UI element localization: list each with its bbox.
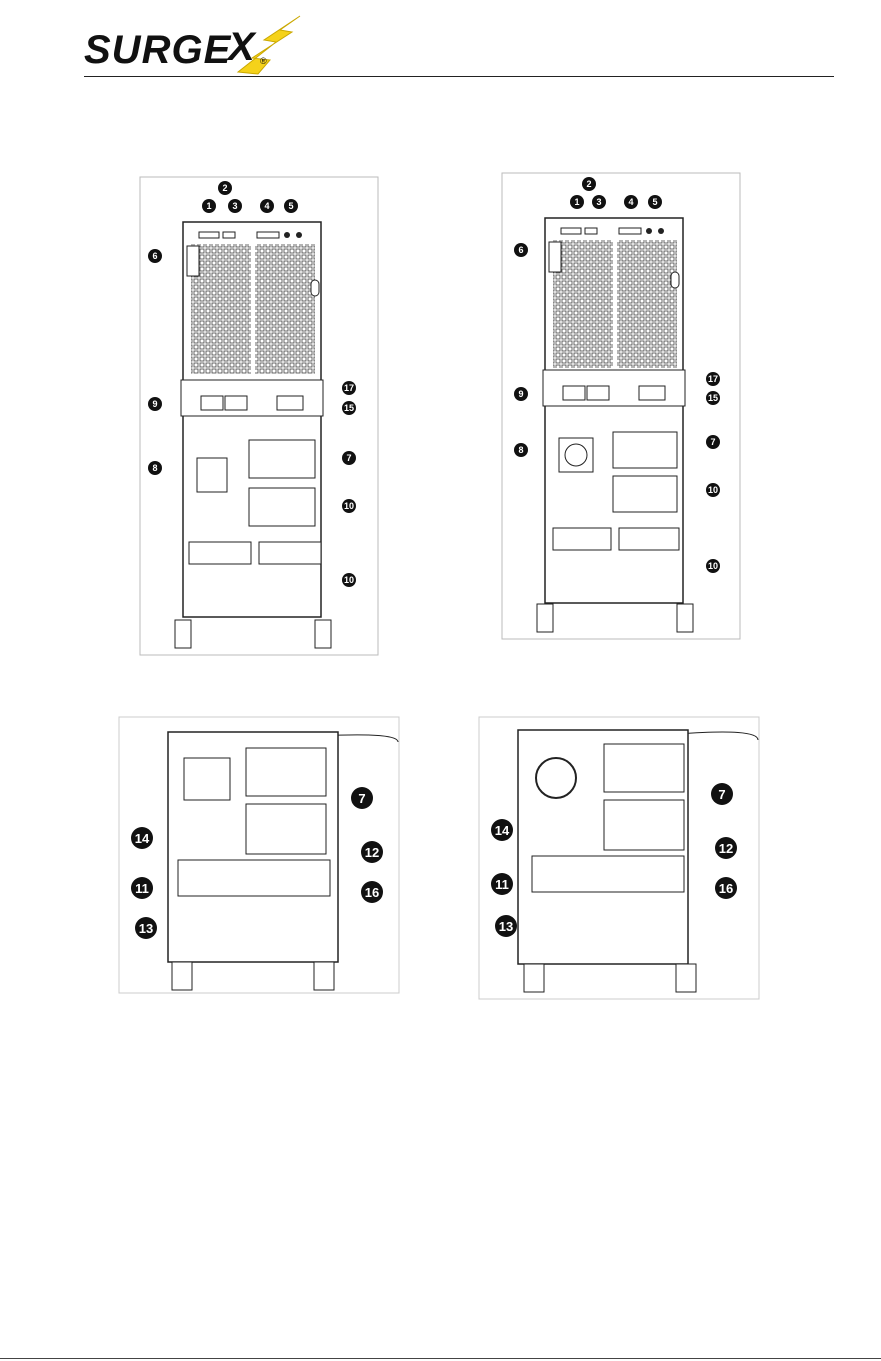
surgex-logo: SURGE X ®: [84, 14, 284, 76]
logo-lightning-x: X: [204, 14, 314, 76]
svg-text:5: 5: [288, 201, 293, 211]
svg-text:17: 17: [708, 374, 718, 384]
svg-text:9: 9: [152, 399, 157, 409]
registered-mark: ®: [260, 56, 267, 66]
svg-text:16: 16: [719, 881, 733, 896]
svg-text:11: 11: [135, 881, 149, 896]
header-rule: [84, 76, 834, 77]
figure-top-right: 1 2 3 4 5 6 17 9 15 8 7 10 10: [501, 172, 741, 640]
figure-bottom-right: 7 14 12 11 16 13: [478, 716, 760, 1000]
svg-text:15: 15: [708, 393, 718, 403]
svg-text:12: 12: [719, 841, 733, 856]
svg-text:3: 3: [596, 197, 601, 207]
ups-rear-panel-diagram-a: 1 2 3 4 5 6 17 9 15 8 7 10 10: [139, 176, 379, 656]
footer-rule: [0, 1358, 881, 1359]
svg-text:10: 10: [708, 485, 718, 495]
svg-text:4: 4: [628, 197, 633, 207]
svg-text:2: 2: [222, 183, 227, 193]
svg-text:10: 10: [708, 561, 718, 571]
ups-rear-panel-diagram-b: 1 2 3 4 5 6 17 9 15 8 7 10 10: [501, 172, 741, 640]
svg-text:16: 16: [365, 885, 379, 900]
svg-text:10: 10: [344, 575, 354, 585]
svg-text:X: X: [226, 25, 257, 69]
svg-text:1: 1: [574, 197, 579, 207]
svg-text:7: 7: [710, 437, 715, 447]
ups-terminal-detail-b: 7 14 12 11 16 13: [478, 716, 760, 1000]
svg-text:15: 15: [344, 403, 354, 413]
svg-text:7: 7: [358, 791, 365, 806]
svg-text:2: 2: [586, 179, 591, 189]
svg-text:6: 6: [518, 245, 523, 255]
figure-bottom-left: 7 14 12 11 16 13: [118, 716, 400, 994]
svg-text:11: 11: [495, 877, 509, 892]
svg-text:10: 10: [344, 501, 354, 511]
figure-top-left: 1 2 3 4 5 6 17 9 15 8 7 10 10: [139, 176, 379, 656]
svg-text:13: 13: [139, 921, 153, 936]
svg-text:5: 5: [652, 197, 657, 207]
svg-text:1: 1: [206, 201, 211, 211]
svg-text:12: 12: [365, 845, 379, 860]
svg-text:7: 7: [718, 787, 725, 802]
svg-text:3: 3: [232, 201, 237, 211]
ups-terminal-detail-a: 7 14 12 11 16 13: [118, 716, 400, 994]
svg-text:7: 7: [346, 453, 351, 463]
svg-text:17: 17: [344, 383, 354, 393]
svg-text:13: 13: [499, 919, 513, 934]
svg-text:8: 8: [518, 445, 523, 455]
svg-text:14: 14: [135, 831, 150, 846]
svg-text:9: 9: [518, 389, 523, 399]
svg-text:4: 4: [264, 201, 269, 211]
svg-text:14: 14: [495, 823, 510, 838]
svg-text:6: 6: [152, 251, 157, 261]
svg-text:8: 8: [152, 463, 157, 473]
